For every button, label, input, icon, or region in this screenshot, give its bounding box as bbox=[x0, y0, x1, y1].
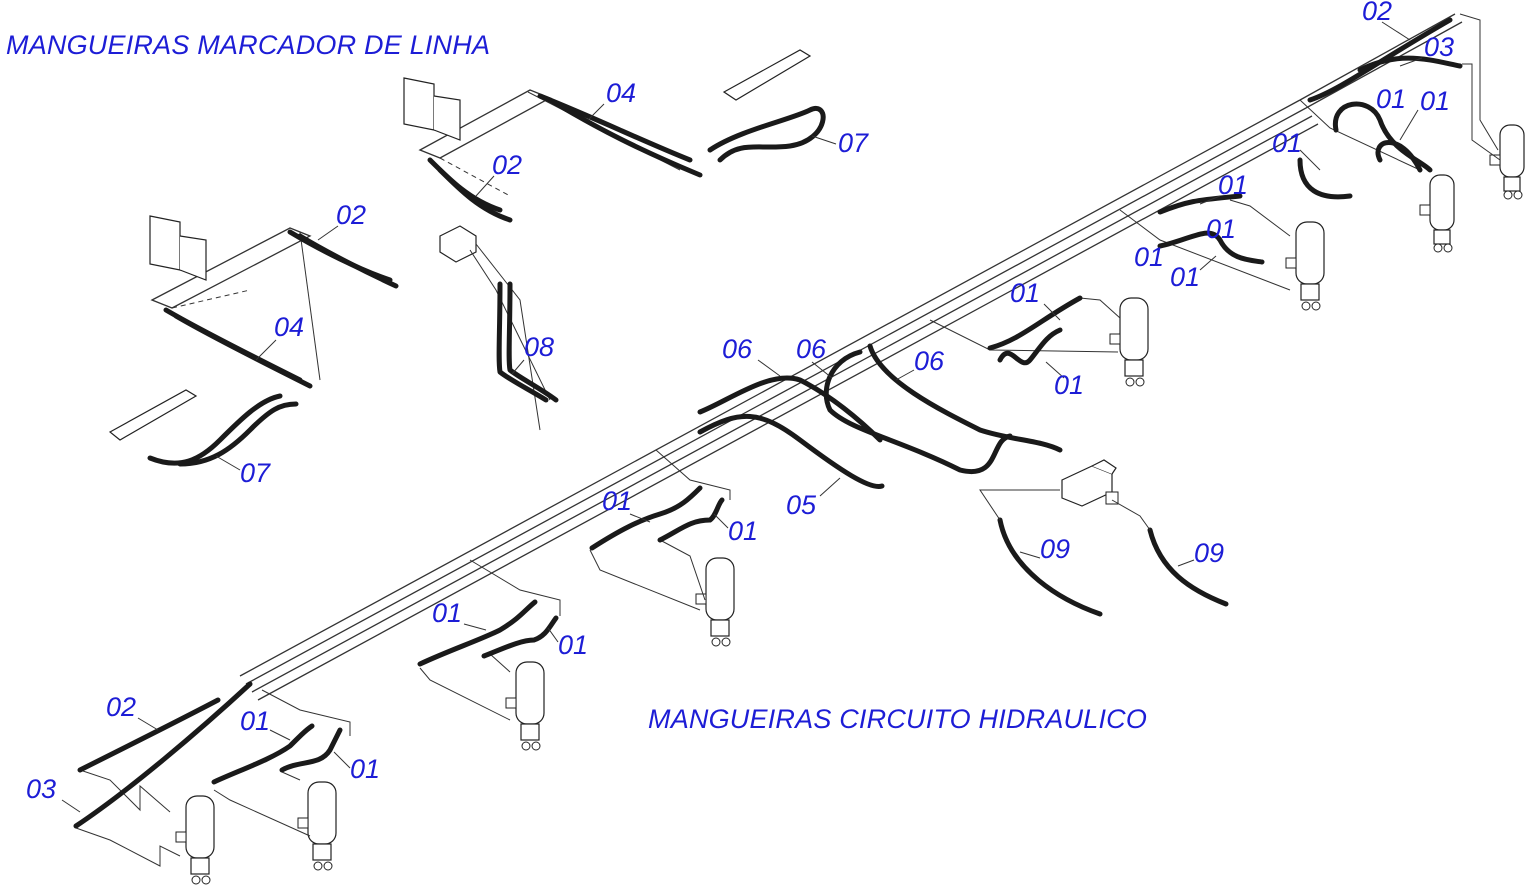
callout-label: 06 bbox=[914, 346, 945, 376]
callout-label: 02 bbox=[336, 200, 366, 230]
callout-label: 07 bbox=[240, 458, 271, 488]
hydraulic-cylinders bbox=[175, 124, 1525, 885]
callout-label: 02 bbox=[492, 150, 522, 180]
hydraulic-hoses bbox=[73, 17, 1463, 829]
cylinder-icon bbox=[1489, 124, 1525, 200]
callout-labels: 02 03 01 01 01 01 01 01 01 04 07 02 02 0… bbox=[26, 0, 1454, 804]
callout-label: 06 bbox=[796, 334, 827, 364]
cylinder-icon bbox=[505, 661, 545, 751]
cylinder-icon bbox=[695, 557, 735, 647]
callout-label: 06 bbox=[722, 334, 753, 364]
callout-label: 01 bbox=[1054, 370, 1084, 400]
callout-label: 09 bbox=[1194, 538, 1224, 568]
cylinder-icon bbox=[1109, 297, 1149, 387]
cylinder-icon bbox=[297, 781, 337, 871]
callout-label: 01 bbox=[1134, 242, 1164, 272]
callout-label: 04 bbox=[606, 78, 636, 108]
callout-label: 05 bbox=[786, 490, 817, 520]
callout-label: 01 bbox=[558, 630, 588, 660]
callout-label: 01 bbox=[432, 598, 462, 628]
callout-label: 03 bbox=[1424, 32, 1454, 62]
callout-leaders bbox=[61, 21, 1423, 813]
callout-label: 01 bbox=[602, 486, 632, 516]
callout-label: 03 bbox=[26, 774, 56, 804]
callout-label: 02 bbox=[1362, 0, 1392, 26]
hydraulic-circuit-hoses-title: MANGUEIRAS CIRCUITO HIDRAULICO bbox=[648, 704, 1148, 734]
callout-label: 01 bbox=[1170, 262, 1200, 292]
callout-label: 01 bbox=[240, 706, 270, 736]
callout-label: 01 bbox=[350, 754, 380, 784]
callout-label: 07 bbox=[838, 128, 869, 158]
callout-label: 02 bbox=[106, 692, 136, 722]
callout-label: 01 bbox=[1376, 84, 1406, 114]
cylinder-icon bbox=[1285, 221, 1325, 311]
callout-label: 08 bbox=[524, 332, 554, 362]
callout-label: 01 bbox=[728, 516, 758, 546]
callout-label: 01 bbox=[1420, 86, 1450, 116]
callout-label: 01 bbox=[1218, 170, 1248, 200]
valve-block bbox=[979, 459, 1151, 531]
callout-label: 01 bbox=[1206, 214, 1236, 244]
callout-label: 01 bbox=[1272, 128, 1302, 158]
cylinder-icon bbox=[1419, 174, 1455, 253]
cylinder-icon bbox=[175, 795, 215, 885]
callout-label: 04 bbox=[274, 312, 304, 342]
line-marker-hoses-title: MANGUEIRAS MARCADOR DE LINHA bbox=[6, 30, 491, 60]
main-hydraulic-rail bbox=[239, 13, 1463, 701]
line-marker-assembly bbox=[108, 49, 826, 467]
callout-label: 01 bbox=[1010, 278, 1040, 308]
callout-label: 09 bbox=[1040, 534, 1070, 564]
